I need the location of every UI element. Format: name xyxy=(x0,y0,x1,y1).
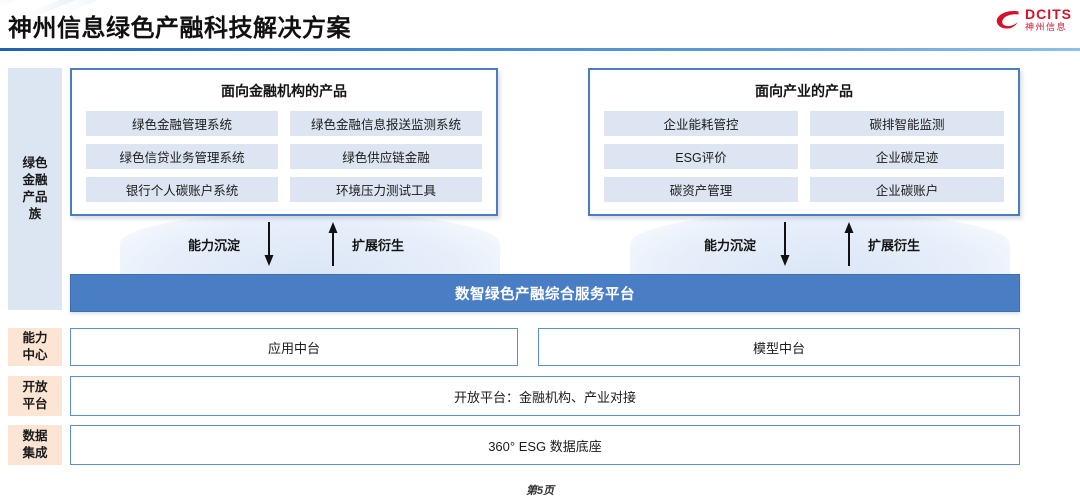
panel-financial-institution-products: 面向金融机构的产品 绿色金融管理系统 绿色金融信息报送监测系统 绿色信贷业务管理… xyxy=(70,68,498,216)
rail-label-green-finance-family: 绿色 金融 产品 族 xyxy=(8,68,62,310)
box-label: 开放平台：金融机构、产业对接 xyxy=(453,389,636,405)
arrow-up-icon xyxy=(326,222,340,266)
product-chip[interactable]: 企业能耗管控 xyxy=(604,111,798,136)
product-chip[interactable]: 企业碳足迹 xyxy=(810,144,1004,169)
product-chip[interactable]: 绿色金融信息报送监测系统 xyxy=(290,111,482,136)
product-chip[interactable]: 环境压力测试工具 xyxy=(290,177,482,202)
platform-banner[interactable]: 数智绿色产融综合服务平台 xyxy=(70,274,1020,312)
flow-label-capability-precipitation: 能力沉淀 xyxy=(188,237,241,253)
product-chip[interactable]: 碳资产管理 xyxy=(604,177,798,202)
product-chip[interactable]: 银行个人碳账户系统 xyxy=(86,177,278,202)
product-chip[interactable]: 绿色金融管理系统 xyxy=(86,111,278,136)
flow-label-capability-precipitation: 能力沉淀 xyxy=(704,237,757,253)
arrow-down-icon xyxy=(262,222,276,266)
page-title: 神州信息绿色产融科技解决方案 xyxy=(8,15,351,42)
rail-label-text: 能力 中心 xyxy=(22,331,48,362)
arrow-up-icon xyxy=(842,222,856,266)
brand-logo: DCITS 神州信息 xyxy=(995,7,1072,32)
right-hill-decoration xyxy=(630,212,1010,276)
logo-text-cn: 神州信息 xyxy=(1025,22,1068,32)
product-chip[interactable]: 碳排智能监测 xyxy=(810,111,1004,136)
footer-page-number: 第5页 xyxy=(525,485,555,497)
rail-label-text: 数据 集成 xyxy=(22,429,48,460)
box-open-platform[interactable]: 开放平台：金融机构、产业对接 xyxy=(70,376,1020,416)
platform-banner-label: 数智绿色产融综合服务平台 xyxy=(455,286,635,303)
box-app-midplatform[interactable]: 应用中台 xyxy=(70,328,518,366)
box-label: 模型中台 xyxy=(752,340,805,356)
right-flow-arrows: 能力沉淀 扩展衍生 xyxy=(704,222,920,266)
box-data-foundation[interactable]: 360° ESG 数据底座 xyxy=(70,425,1020,465)
box-label: 应用中台 xyxy=(267,340,320,356)
rail-label-text: 绿色 金融 产品 族 xyxy=(22,156,48,221)
panel-item-grid: 绿色金融管理系统 绿色金融信息报送监测系统 绿色信贷业务管理系统 绿色供应链金融… xyxy=(72,101,496,214)
logo-text-en: DCITS xyxy=(1025,6,1072,22)
rail-label-text: 开放 平台 xyxy=(22,380,48,411)
rail-label-capability-center: 能力 中心 xyxy=(8,328,62,366)
product-chip[interactable]: ESG评价 xyxy=(604,144,798,169)
panel-title: 面向产业的产品 xyxy=(755,83,853,99)
product-chip[interactable]: 绿色供应链金融 xyxy=(290,144,482,169)
dcits-swoosh-icon xyxy=(995,9,1021,31)
panel-title: 面向金融机构的产品 xyxy=(221,83,347,99)
title-divider xyxy=(0,48,1080,51)
diagram-canvas: 绿色 金融 产品 族 面向金融机构的产品 绿色金融管理系统 绿色金融信息报送监测… xyxy=(0,50,1080,502)
arrow-down-icon xyxy=(778,222,792,266)
box-label: 360° ESG 数据底座 xyxy=(488,438,602,454)
product-chip[interactable]: 企业碳账户 xyxy=(810,177,1004,202)
slide-header: 神州信息绿色产融科技解决方案 DCITS 神州信息 xyxy=(0,0,1080,51)
box-model-midplatform[interactable]: 模型中台 xyxy=(538,328,1020,366)
left-hill-decoration xyxy=(120,212,500,276)
flow-label-expansion-derivation: 扩展衍生 xyxy=(868,237,921,253)
product-chip[interactable]: 绿色信贷业务管理系统 xyxy=(86,144,278,169)
panel-item-grid: 企业能耗管控 碳排智能监测 ESG评价 企业碳足迹 碳资产管理 企业碳账户 xyxy=(590,101,1018,214)
flow-label-expansion-derivation: 扩展衍生 xyxy=(352,237,405,253)
rail-label-data-integration: 数据 集成 xyxy=(8,425,62,465)
left-flow-arrows: 能力沉淀 扩展衍生 xyxy=(188,222,404,266)
rail-label-open-platform: 开放 平台 xyxy=(8,376,62,416)
panel-industry-products: 面向产业的产品 企业能耗管控 碳排智能监测 ESG评价 企业碳足迹 碳资产管理 … xyxy=(588,68,1020,216)
